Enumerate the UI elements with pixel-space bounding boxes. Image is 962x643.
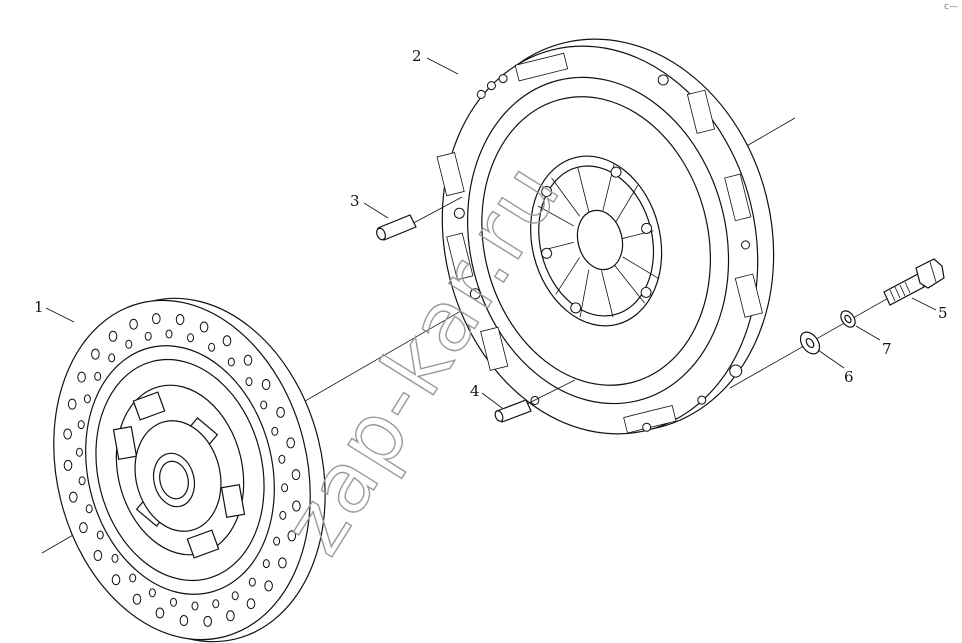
rivet-hole	[231, 591, 239, 601]
rivet-hole	[79, 522, 88, 534]
mounting-bolt	[883, 258, 945, 306]
rivet-hole	[292, 500, 301, 512]
rivet-hole	[85, 504, 93, 514]
lock-washer	[840, 310, 856, 328]
rivet-hole	[111, 553, 119, 563]
rivet-hole	[264, 580, 273, 592]
callout-4: 4	[470, 382, 480, 400]
rivet-hole	[129, 573, 137, 583]
rivet-hole	[132, 593, 142, 605]
rivet-hole	[199, 321, 209, 333]
rivet-hole	[246, 598, 256, 610]
dowel-pin-lower	[494, 379, 576, 423]
rivet-hole	[83, 394, 91, 404]
rivet-hole	[108, 353, 116, 363]
pressure-plate	[436, 38, 775, 435]
rivet-hole	[248, 577, 256, 587]
rivet-hole	[111, 574, 121, 586]
rivet-hole	[245, 377, 253, 387]
rivet-hole	[287, 530, 297, 542]
rivet-hole	[63, 459, 73, 471]
rivet-hole	[187, 333, 194, 343]
rivet-hole	[262, 559, 270, 569]
rivet-hole	[291, 469, 301, 481]
clutch-disc	[53, 297, 326, 643]
rivet-hole	[78, 476, 86, 486]
rivet-hole	[278, 454, 286, 464]
rivet-hole	[69, 491, 78, 503]
rivet-hole	[63, 428, 72, 440]
rivet-hole	[67, 398, 77, 410]
rivet-hole	[278, 557, 287, 569]
rivet-hole	[152, 313, 161, 325]
rivet-hole	[77, 420, 85, 430]
rivet-hole	[179, 615, 189, 626]
rivet-hole	[260, 400, 268, 410]
rivet-hole	[243, 354, 253, 366]
rivet-hole	[279, 510, 287, 520]
rivet-hole	[75, 447, 83, 457]
rivet-hole	[91, 348, 100, 360]
rivet-hole	[108, 330, 118, 342]
rivet-hole	[208, 342, 216, 352]
rivet-hole	[271, 426, 279, 436]
rivet-hole	[77, 371, 86, 383]
rivet-hole	[155, 607, 165, 619]
callout-labels: 1 2 3 4 5 6 7	[34, 47, 948, 400]
rivet-hole	[175, 314, 185, 325]
rivet-hole	[191, 601, 199, 611]
rivet-hole	[273, 536, 281, 546]
leader-lines	[45, 57, 937, 409]
rivet-hole	[129, 318, 138, 330]
callout-2: 2	[412, 47, 422, 65]
rivet-hole	[261, 379, 271, 390]
rivet-hole	[212, 599, 220, 609]
rivet-hole	[125, 339, 133, 349]
callout-3: 3	[350, 192, 360, 210]
corner-mark: c—	[944, 2, 958, 12]
rivet-hole	[281, 483, 289, 493]
friction-rivet-holes	[63, 313, 301, 627]
callout-5: 5	[938, 304, 948, 322]
rivet-hole	[144, 331, 152, 341]
callout-6: 6	[844, 368, 854, 386]
rivet-hole	[227, 357, 235, 367]
dowel-pin-upper	[376, 196, 463, 241]
rivet-hole	[94, 371, 102, 381]
callout-7: 7	[882, 340, 892, 358]
rivet-hole	[286, 437, 296, 449]
callout-1: 1	[34, 298, 44, 316]
rivet-hole	[276, 406, 285, 418]
rivet-hole	[96, 530, 104, 540]
rivet-hole	[165, 329, 173, 339]
rivet-hole	[148, 588, 156, 598]
rivet-hole	[222, 335, 232, 347]
rivet-hole	[226, 610, 235, 622]
flat-washer	[799, 331, 821, 355]
rivet-hole	[170, 597, 177, 607]
rivet-hole	[203, 615, 212, 627]
rivet-hole	[93, 550, 103, 561]
